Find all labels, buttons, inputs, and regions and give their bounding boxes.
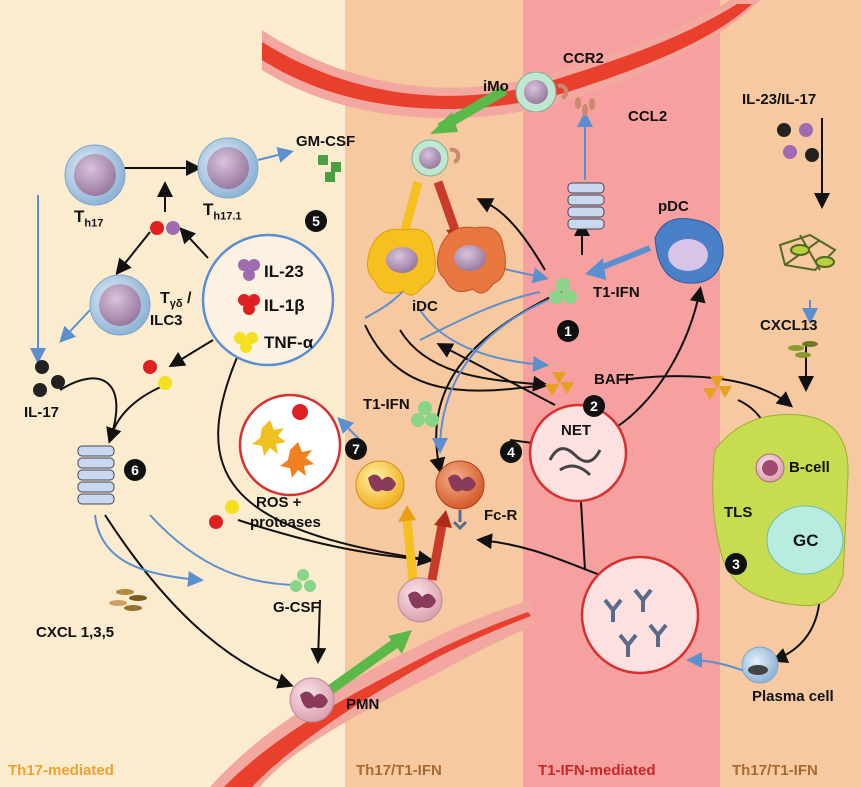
idc-red-cell [436, 226, 506, 294]
label-proteases: proteases [250, 514, 321, 531]
label-il23il17: IL-23/IL-17 [742, 91, 817, 108]
arrow-to-pmn-red [427, 524, 447, 581]
epithelium-left [77, 445, 115, 505]
gmcsf-squares [318, 155, 341, 182]
label-il1b: IL-1β [264, 296, 305, 315]
blood-vessel-bottom [210, 600, 535, 787]
arrow-to-pmn-yellow [402, 519, 418, 581]
tls-structure [712, 413, 849, 607]
cxcl13-ovals [788, 341, 818, 358]
fibroblast-network [778, 233, 837, 272]
th17-1-cell [197, 137, 259, 199]
step-1: 1 [557, 320, 579, 342]
neutrophil-red [435, 460, 485, 510]
arrow-to-idc-yellow [400, 180, 423, 232]
t1ifn-dots-right [549, 278, 577, 304]
label-ilc3: ILC3 [150, 312, 183, 329]
label-gc: GC [793, 531, 819, 550]
tgd-ilc3-cell [89, 274, 151, 336]
label-tgd: Tγδ / [160, 290, 192, 311]
label-il17: IL-17 [24, 404, 60, 421]
step-5: 5 [305, 210, 327, 232]
ccl2-droplets [582, 98, 595, 116]
cytokine-pair-low [209, 500, 239, 529]
step-2: 2 [583, 395, 605, 417]
pmn-cell [289, 677, 335, 723]
label-th171: Th17.1 [203, 200, 242, 223]
monocyte-cell [411, 139, 461, 177]
zone-th17 [0, 0, 345, 787]
label-pmn: PMN [346, 696, 380, 713]
cytokine-circle [201, 233, 335, 367]
label-ccl2: CCL2 [628, 108, 668, 125]
label-idc: iDC [412, 298, 438, 315]
step-6: 6 [124, 459, 146, 481]
label-t1ifn-right: T1-IFN [593, 284, 640, 301]
zone-label-t1ifn: T1-IFN-mediated [538, 762, 656, 779]
baff-triangles [545, 372, 732, 400]
label-bcell: B-cell [789, 459, 830, 476]
neutrophil-circulating [397, 577, 443, 623]
label-net: NET [561, 422, 591, 439]
label-imo: iMo [483, 78, 509, 95]
label-th17: Th17 [74, 207, 104, 230]
label-t1ifn-left: T1-IFN [363, 396, 410, 413]
step-7: 7 [345, 438, 367, 460]
zone-label-mixed-right: Th17/T1-IFN [732, 762, 818, 779]
pdc-arrow [593, 245, 652, 273]
step-4: 4 [500, 441, 522, 463]
label-ros: ROS + [256, 494, 302, 511]
idc-yellow-cell [366, 228, 436, 296]
label-cxcl13: CXCL13 [760, 317, 818, 334]
blue-arrows [30, 111, 818, 676]
th17-cell [64, 144, 126, 206]
cxcl-ovals [109, 589, 147, 611]
label-cxcl135: CXCL 1,3,5 [36, 624, 115, 641]
step-3: 3 [725, 553, 747, 575]
label-baff: BAFF [594, 371, 634, 388]
ccr2-receptor [557, 83, 581, 109]
label-pdc: pDC [658, 198, 689, 215]
antibody-circle [580, 555, 700, 675]
pdc-cell [654, 218, 724, 284]
t1ifn-dots-left [411, 401, 439, 427]
neutrophil-yellow [355, 460, 405, 510]
label-gcsf: G-CSF [273, 599, 320, 616]
il17-dots [33, 360, 65, 397]
plasma-cell [741, 646, 779, 684]
label-tnfa: TNF-α [264, 333, 314, 352]
blood-vessel-top [262, 0, 760, 119]
arrow-to-idc-red [433, 180, 460, 232]
net-circle [528, 403, 628, 503]
label-gmcsf: GM-CSF [296, 133, 356, 150]
fc-receptor [452, 510, 468, 531]
gcsf-dots [290, 569, 316, 592]
cytokine-pair-top [150, 221, 180, 235]
label-fcr: Fc-R [484, 507, 518, 524]
label-plasma: Plasma cell [752, 688, 834, 705]
label-tls: TLS [724, 504, 753, 521]
ros-circle [238, 393, 342, 497]
il23-il17-dots [777, 123, 819, 162]
label-ccr2: CCR2 [563, 50, 604, 67]
cytokine-pair-mid [143, 360, 172, 390]
imo-cell [515, 71, 557, 113]
zone-label-th17: Th17-mediated [8, 762, 114, 779]
epithelium-top [567, 182, 605, 230]
zone-label-mixed-left: Th17/T1-IFN [356, 762, 442, 779]
label-il23: IL-23 [264, 262, 304, 281]
